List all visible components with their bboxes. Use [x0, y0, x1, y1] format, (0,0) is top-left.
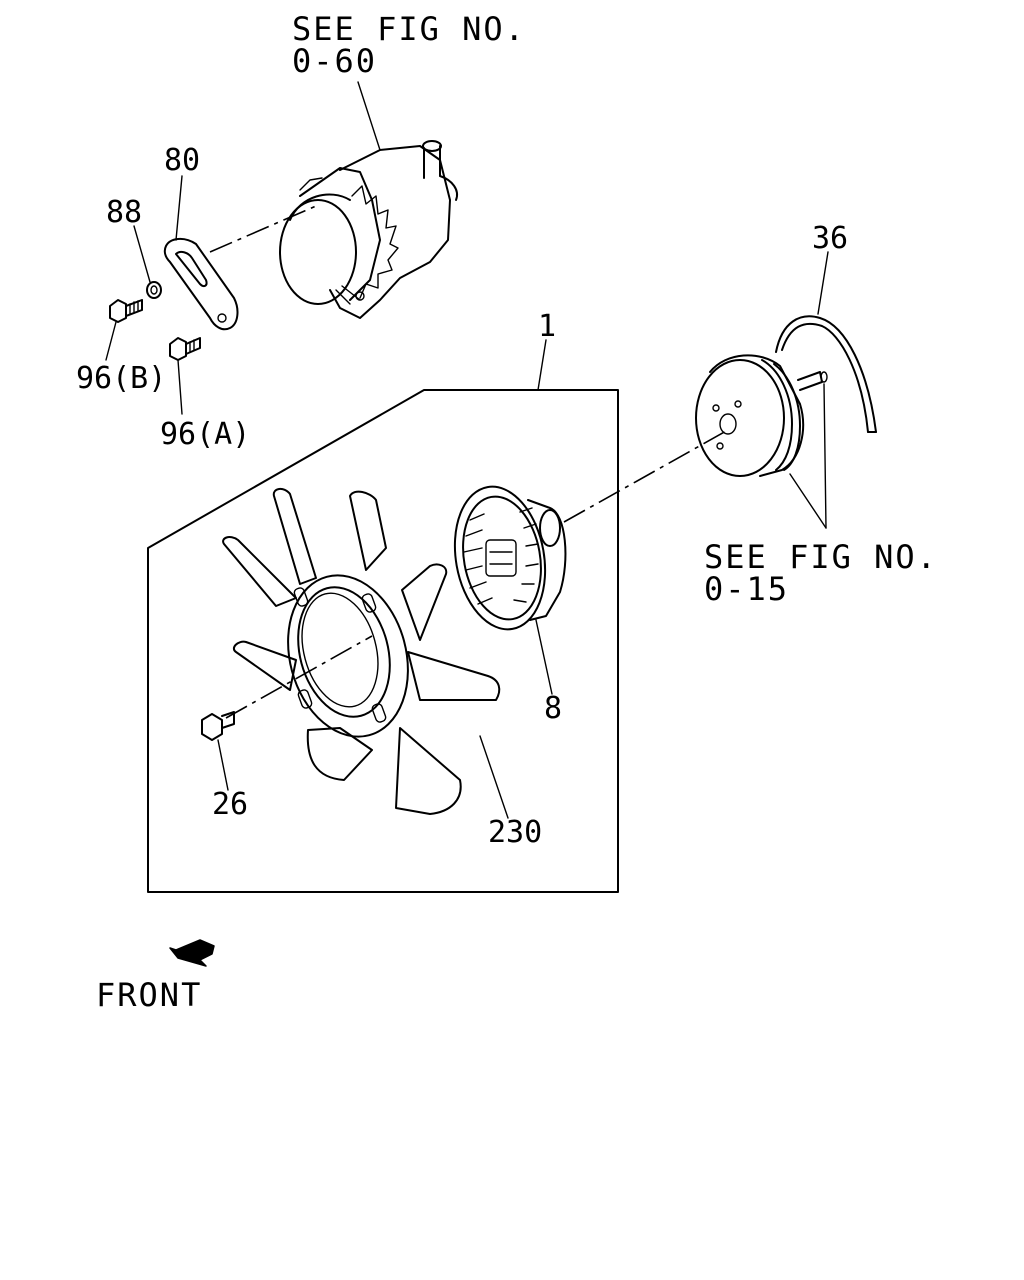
pump-ref-line1: SEE FIG NO.	[704, 538, 938, 576]
pump-axis-line	[563, 429, 729, 523]
fan-clutch	[453, 485, 567, 631]
callout-36: 36	[812, 221, 848, 256]
alternator-axis-line	[209, 205, 317, 253]
callout-230: 230	[488, 815, 542, 850]
water-pump-pulley	[695, 354, 828, 477]
callout-26: 26	[212, 787, 248, 822]
washer	[146, 281, 162, 299]
drive-belt	[775, 315, 877, 433]
callout-88: 88	[106, 195, 142, 230]
callout-8: 8	[544, 691, 562, 726]
callout-1: 1	[538, 309, 556, 344]
callout-96b: 96(B)	[76, 361, 166, 396]
front-label: FRONT	[96, 976, 202, 1014]
adjusting-bracket	[163, 238, 239, 331]
bolt-26	[201, 711, 235, 741]
alternator-ref-line1: SEE FIG NO.	[292, 10, 526, 48]
fan-axis-line	[225, 635, 373, 719]
callout-80: 80	[164, 143, 200, 178]
bolt-96a	[169, 337, 201, 361]
pump-ref-line2: 0-15	[704, 570, 789, 608]
bolt-96b	[109, 299, 143, 323]
alternator-illustration	[279, 140, 458, 319]
callout-96a: 96(A)	[160, 417, 250, 452]
cooling-fan	[222, 488, 501, 815]
alternator-ref-leader	[357, 81, 381, 151]
front-arrow-icon	[169, 939, 215, 967]
assembly-frame	[147, 389, 619, 893]
alternator-ref-line2: 0-60	[292, 42, 377, 80]
